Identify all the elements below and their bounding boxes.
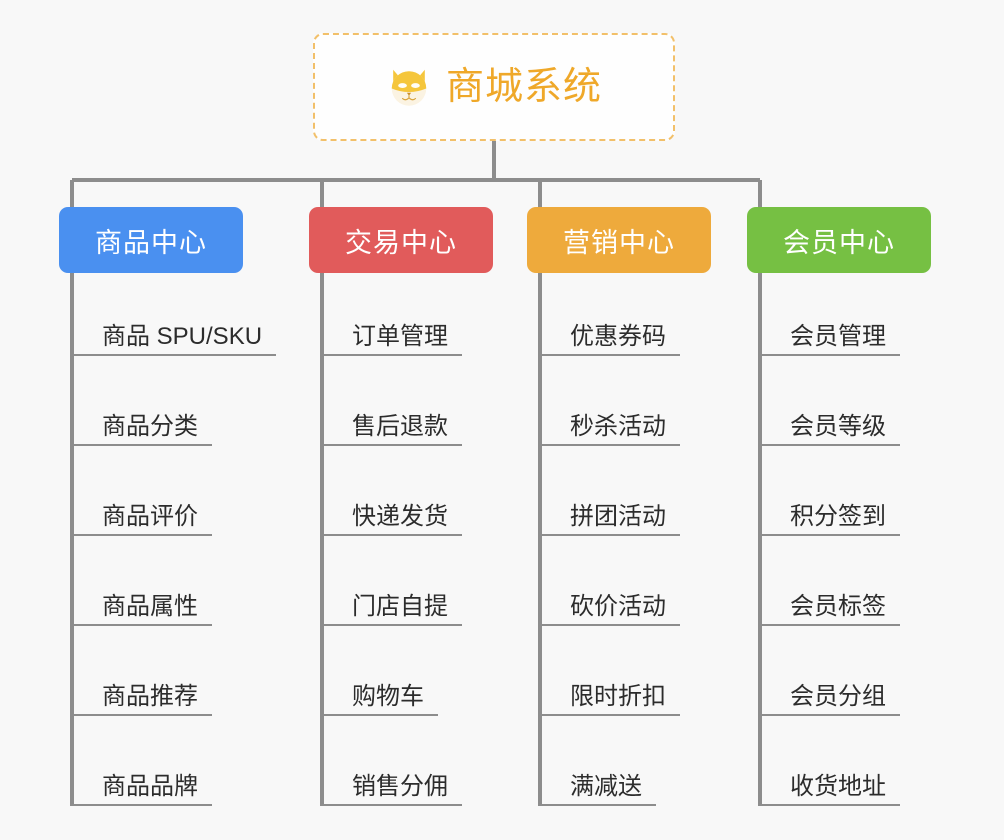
leaf-item-label: 商品评价 <box>102 502 198 530</box>
leaf-item-label: 秒杀活动 <box>570 412 666 440</box>
leaf-item-label: 商品属性 <box>102 592 198 620</box>
leaf-item[interactable]: 砍价活动 <box>540 582 680 626</box>
leaf-item-label: 会员管理 <box>790 322 886 350</box>
leaf-item-label: 满减送 <box>570 772 642 800</box>
category-header-label: 营销中心 <box>563 227 675 258</box>
category-header-product-center[interactable]: 商品中心 <box>59 207 243 273</box>
leaf-item-label: 优惠券码 <box>570 322 666 350</box>
root-title: 商城系统 <box>445 66 602 108</box>
leaf-item[interactable]: 商品品牌 <box>72 762 212 806</box>
shiba-dog-face-icon <box>391 69 427 106</box>
leaf-item-label: 门店自提 <box>352 592 448 620</box>
leaf-item-label: 拼团活动 <box>570 502 666 530</box>
leaf-item[interactable]: 商品分类 <box>72 402 212 446</box>
category-header-member-center[interactable]: 会员中心 <box>747 207 931 273</box>
leaf-item-label: 购物车 <box>352 682 424 710</box>
leaf-item-label: 订单管理 <box>352 322 448 350</box>
leaf-item-label: 快递发货 <box>352 502 448 530</box>
leaf-item-label: 销售分佣 <box>352 772 448 800</box>
leaf-item[interactable]: 会员分组 <box>760 672 900 716</box>
leaf-item[interactable]: 收货地址 <box>760 762 900 806</box>
category-header-label: 会员中心 <box>783 227 895 258</box>
leaf-item-label: 商品推荐 <box>102 682 198 710</box>
leaf-item-label: 积分签到 <box>790 502 886 530</box>
leaf-item-label: 商品 SPU/SKU <box>102 322 263 350</box>
leaf-item[interactable]: 购物车 <box>322 672 438 716</box>
leaf-item[interactable]: 优惠券码 <box>540 312 680 356</box>
leaf-item[interactable]: 会员标签 <box>760 582 900 626</box>
category-header-label: 交易中心 <box>345 227 457 258</box>
leaf-item[interactable]: 快递发货 <box>322 492 462 536</box>
leaf-item[interactable]: 满减送 <box>540 762 656 806</box>
root-node[interactable]: 商城系统 <box>313 33 675 141</box>
leaf-item[interactable]: 商品评价 <box>72 492 212 536</box>
leaf-item[interactable]: 商品属性 <box>72 582 212 626</box>
category-header-marketing-center[interactable]: 营销中心 <box>527 207 711 273</box>
leaf-item[interactable]: 门店自提 <box>322 582 462 626</box>
leaf-item-label: 会员等级 <box>790 412 886 440</box>
leaf-item-label: 会员标签 <box>790 592 886 620</box>
leaf-item[interactable]: 订单管理 <box>322 312 462 356</box>
leaf-item-label: 收货地址 <box>790 772 886 800</box>
leaf-item[interactable]: 积分签到 <box>760 492 900 536</box>
leaf-item[interactable]: 商品推荐 <box>72 672 212 716</box>
leaf-item-label: 商品分类 <box>102 412 198 440</box>
leaf-item-label: 限时折扣 <box>570 682 666 710</box>
leaf-item-label: 砍价活动 <box>570 592 666 620</box>
leaf-item[interactable]: 售后退款 <box>322 402 462 446</box>
leaf-item[interactable]: 秒杀活动 <box>540 402 680 446</box>
category-header-label: 商品中心 <box>95 227 207 258</box>
leaf-item-label: 商品品牌 <box>102 772 198 800</box>
leaf-item[interactable]: 会员管理 <box>760 312 900 356</box>
leaf-item-label: 售后退款 <box>352 412 448 440</box>
leaf-item[interactable]: 商品 SPU/SKU <box>72 312 277 356</box>
leaf-item-label: 会员分组 <box>790 682 886 710</box>
leaf-item[interactable]: 拼团活动 <box>540 492 680 536</box>
leaf-item[interactable]: 会员等级 <box>760 402 900 446</box>
category-header-trade-center[interactable]: 交易中心 <box>309 207 493 273</box>
leaf-item[interactable]: 销售分佣 <box>322 762 462 806</box>
leaf-item[interactable]: 限时折扣 <box>540 672 680 716</box>
